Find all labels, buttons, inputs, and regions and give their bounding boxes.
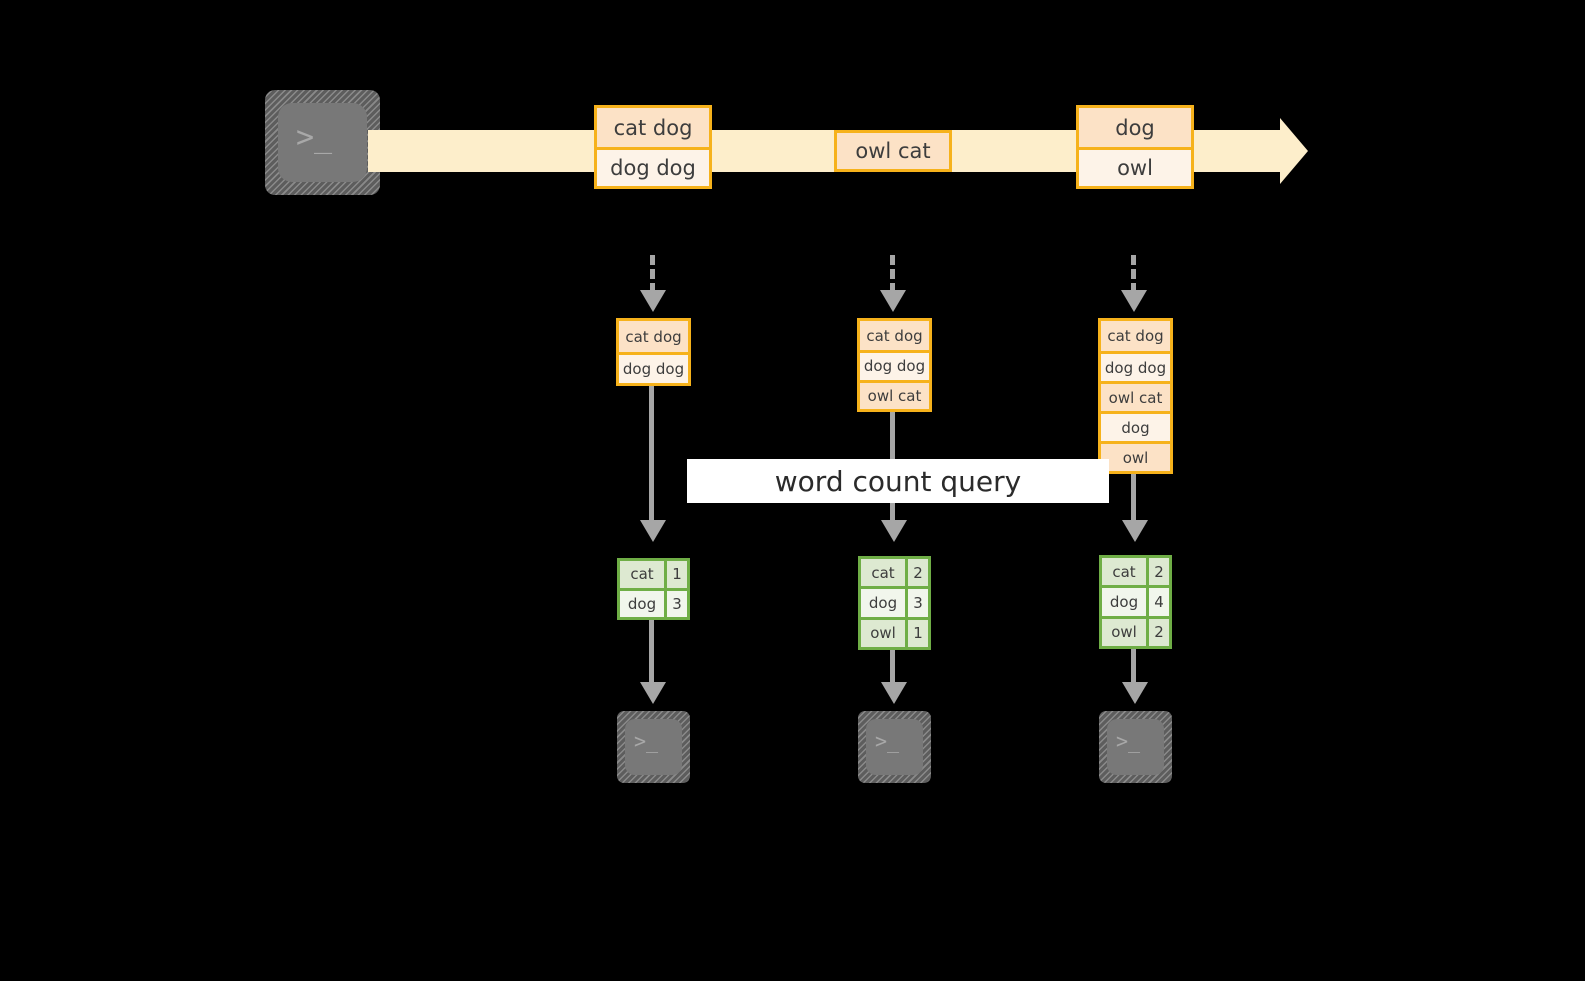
terminal-screen <box>625 719 682 775</box>
snapshot-3-records: cat dog dog dog owl cat dog owl <box>1098 318 1173 474</box>
terminal-prompt-glyph: >_ <box>1116 729 1141 753</box>
snapshot-1-sink-terminal-icon: >_ <box>617 711 690 783</box>
result-word: dog <box>861 589 905 617</box>
result-word: cat <box>620 561 664 588</box>
snapshot-2-records: cat dog dog dog owl cat <box>857 318 932 412</box>
record-cell: cat dog <box>860 321 929 351</box>
query-label: word count query <box>687 459 1109 503</box>
snapshot-1-to-sink-arrowhead-icon <box>640 682 666 704</box>
dashed-connector-arrowhead-icon <box>640 290 666 312</box>
dashed-connector-arrowhead-icon <box>1121 290 1147 312</box>
snapshot-2-sink-terminal-icon: >_ <box>858 711 931 783</box>
record-cell: owl cat <box>1101 381 1170 411</box>
result-row: owl 2 <box>1102 615 1169 646</box>
result-count: 2 <box>1146 558 1169 586</box>
source-terminal-icon: >_ <box>265 90 380 195</box>
result-word: cat <box>861 559 905 587</box>
stream-record-3: dog owl <box>1076 105 1194 189</box>
snapshot-3-to-result-line <box>1131 474 1136 524</box>
dashed-connector-3 <box>1131 255 1136 293</box>
snapshot-2-results: cat 2 dog 3 owl 1 <box>858 556 931 650</box>
result-count: 2 <box>905 559 928 587</box>
result-count: 1 <box>664 561 687 588</box>
snapshot-1-to-sink-line <box>649 620 654 686</box>
result-word: dog <box>1102 588 1146 616</box>
stream-record-2: owl cat <box>834 130 952 172</box>
result-row: cat 1 <box>620 561 687 588</box>
terminal-screen <box>278 103 367 182</box>
result-row: owl 1 <box>861 616 928 647</box>
result-word: dog <box>620 590 664 617</box>
record-cell: owl cat <box>860 379 929 409</box>
dashed-connector-arrowhead-icon <box>880 290 906 312</box>
record-cell: cat dog <box>1101 321 1170 351</box>
record-cell: dog <box>1079 108 1191 147</box>
terminal-prompt-glyph: >_ <box>634 729 659 753</box>
snapshot-2-to-result-arrowhead-icon <box>881 520 907 542</box>
dashed-connector-1 <box>650 255 655 293</box>
record-cell: dog dog <box>1101 351 1170 381</box>
result-count: 3 <box>905 589 928 617</box>
terminal-prompt-glyph: >_ <box>875 729 900 753</box>
record-cell: dog dog <box>860 350 929 380</box>
terminal-screen <box>1107 719 1164 775</box>
record-cell: dog dog <box>619 352 688 383</box>
result-count: 1 <box>905 619 928 647</box>
result-word: owl <box>1102 618 1146 646</box>
snapshot-3-to-sink-line <box>1131 649 1136 686</box>
snapshot-1-results: cat 1 dog 3 <box>617 558 690 620</box>
snapshot-2-to-sink-line <box>890 650 895 686</box>
record-cell: owl <box>1079 147 1191 186</box>
record-cell: owl <box>1101 441 1170 471</box>
dashed-connector-2 <box>890 255 895 293</box>
snapshot-1-to-result-line <box>649 386 654 524</box>
snapshot-2-to-sink-arrowhead-icon <box>881 682 907 704</box>
record-cell: cat dog <box>597 108 709 147</box>
result-count: 4 <box>1146 588 1169 616</box>
result-row: cat 2 <box>861 559 928 587</box>
snapshot-3-to-sink-arrowhead-icon <box>1122 682 1148 704</box>
result-row: dog 3 <box>861 586 928 617</box>
record-cell: dog dog <box>597 147 709 186</box>
result-word: owl <box>861 619 905 647</box>
snapshot-1-to-result-arrowhead-icon <box>640 520 666 542</box>
snapshot-3-to-result-arrowhead-icon <box>1122 520 1148 542</box>
result-row: dog 3 <box>620 587 687 617</box>
snapshot-3-sink-terminal-icon: >_ <box>1099 711 1172 783</box>
result-word: cat <box>1102 558 1146 586</box>
result-count: 3 <box>664 590 687 617</box>
snapshot-1-records: cat dog dog dog <box>616 318 691 386</box>
result-row: dog 4 <box>1102 585 1169 616</box>
stream-arrowhead-icon <box>1280 118 1308 184</box>
record-cell: dog <box>1101 411 1170 441</box>
terminal-prompt-glyph: >_ <box>296 120 333 155</box>
record-cell: cat dog <box>619 321 688 352</box>
result-row: cat 2 <box>1102 558 1169 586</box>
snapshot-3-results: cat 2 dog 4 owl 2 <box>1099 555 1172 649</box>
result-count: 2 <box>1146 618 1169 646</box>
record-cell: owl cat <box>837 133 949 169</box>
stream-record-1: cat dog dog dog <box>594 105 712 189</box>
terminal-screen <box>866 719 923 775</box>
